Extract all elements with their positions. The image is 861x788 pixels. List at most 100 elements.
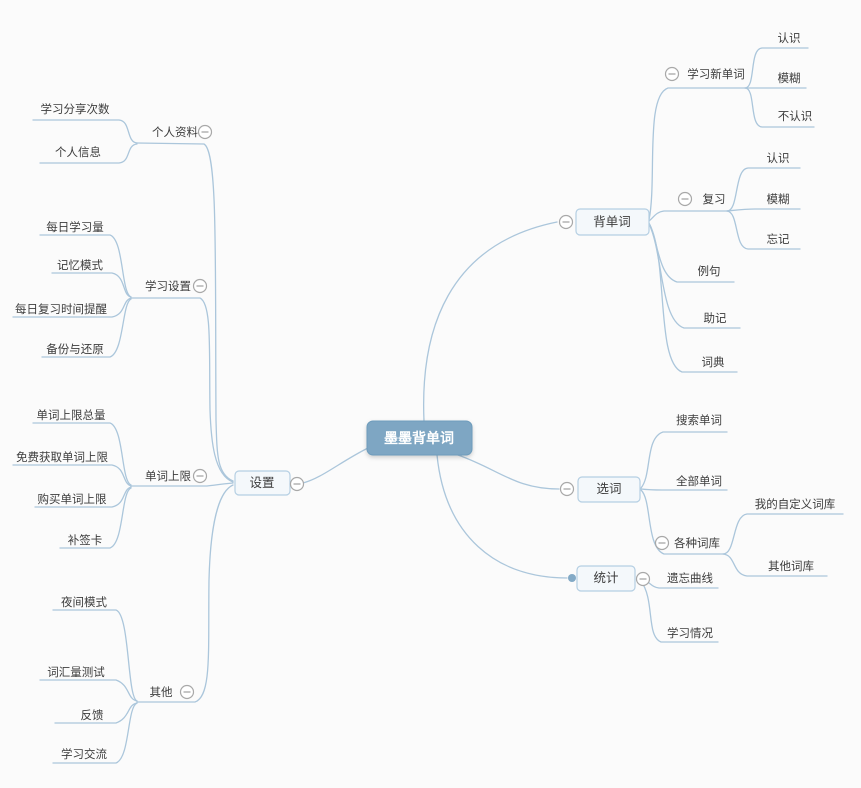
node-forgetting-curve[interactable]: 遗忘曲线 bbox=[667, 571, 713, 585]
node-free-word-limit[interactable]: 免费获取单词上限 bbox=[16, 450, 108, 464]
connector-line bbox=[648, 210, 728, 222]
connector-line bbox=[32, 119, 138, 144]
connector-line bbox=[436, 454, 568, 579]
recite-node-label: 背单词 bbox=[593, 214, 631, 229]
node-daily-study-amount[interactable]: 每日学习量 bbox=[46, 220, 104, 234]
connector-line bbox=[52, 609, 138, 702]
node-lexicons[interactable]: 各种词库 bbox=[674, 536, 720, 550]
collapse-icon-learn-new-words[interactable] bbox=[664, 66, 680, 82]
connector-line bbox=[12, 464, 132, 487]
node-memory-mode[interactable]: 记忆模式 bbox=[57, 258, 103, 272]
connector-line bbox=[648, 87, 746, 221]
node-backup-restore[interactable]: 备份与还原 bbox=[46, 342, 104, 356]
root-node-box[interactable] bbox=[366, 420, 473, 456]
connector-line bbox=[640, 580, 719, 643]
node-statistics[interactable]: 统计 bbox=[576, 565, 636, 592]
collapse-icon-word-limit[interactable] bbox=[192, 468, 208, 484]
connector-line bbox=[722, 513, 844, 555]
connector-line bbox=[457, 454, 560, 490]
connector-line bbox=[41, 298, 132, 358]
collapse-icon-recite[interactable] bbox=[558, 214, 574, 230]
connector-line bbox=[52, 702, 138, 764]
node-search-words[interactable]: 搜索单词 bbox=[676, 413, 722, 427]
node-learn-new-words[interactable]: 学习新单词 bbox=[687, 67, 745, 81]
node-all-words[interactable]: 全部单词 bbox=[676, 474, 722, 488]
connector-line bbox=[130, 297, 234, 483]
connector-line bbox=[136, 484, 234, 703]
collapse-icon-other[interactable] bbox=[179, 684, 195, 700]
node-root[interactable]: 墨墨背单词 bbox=[366, 420, 473, 456]
connector-line bbox=[136, 142, 234, 482]
connector-line bbox=[722, 553, 828, 577]
connector-line bbox=[648, 222, 735, 283]
root-node-label: 墨墨背单词 bbox=[384, 430, 454, 447]
node-buy-word-limit[interactable]: 购买单词上限 bbox=[38, 492, 107, 506]
connector-line bbox=[744, 47, 809, 89]
connector-line bbox=[12, 297, 132, 318]
node-profile[interactable]: 个人资料 bbox=[152, 125, 198, 139]
connector-line bbox=[649, 224, 738, 373]
collapse-icon-profile[interactable] bbox=[197, 124, 213, 140]
node-daily-review-reminder[interactable]: 每日复习时间提醒 bbox=[15, 302, 107, 316]
connector-line bbox=[51, 272, 132, 298]
node-word-limit-total[interactable]: 单词上限总量 bbox=[37, 408, 106, 422]
word-select-node-label: 选词 bbox=[596, 481, 621, 496]
node-vocab-test[interactable]: 词汇量测试 bbox=[47, 665, 105, 679]
connector-line bbox=[39, 234, 132, 298]
node-study-status[interactable]: 学习情况 bbox=[667, 626, 713, 640]
connector-line bbox=[32, 422, 132, 486]
connector-line bbox=[39, 679, 138, 702]
node-study-settings[interactable]: 学习设置 bbox=[145, 279, 191, 293]
connector-line bbox=[54, 702, 138, 724]
node-study-exchange[interactable]: 学习交流 bbox=[61, 747, 107, 761]
connector-line bbox=[59, 487, 132, 549]
node-recite[interactable]: 背单词 bbox=[575, 208, 650, 236]
node-word-limit[interactable]: 单词上限 bbox=[145, 469, 191, 483]
collapse-icon-review[interactable] bbox=[677, 191, 693, 207]
node-fuzzy-new[interactable]: 模糊 bbox=[778, 71, 801, 85]
node-forget[interactable]: 忘记 bbox=[767, 232, 790, 246]
node-word-select[interactable]: 选词 bbox=[577, 476, 641, 503]
node-mnemonic[interactable]: 助记 bbox=[704, 311, 727, 325]
node-fuzzy-review[interactable]: 模糊 bbox=[767, 192, 790, 206]
node-other-lexicon[interactable]: 其他词库 bbox=[768, 559, 814, 573]
connector-dot-statistics bbox=[568, 574, 576, 582]
collapse-icon-word-select[interactable] bbox=[559, 481, 575, 497]
collapse-icon-lexicons[interactable] bbox=[654, 535, 670, 551]
connector-line bbox=[39, 143, 138, 164]
node-know-new[interactable]: 认识 bbox=[778, 31, 801, 45]
connector-line bbox=[726, 167, 801, 212]
node-my-custom-lexicon[interactable]: 我的自定义词库 bbox=[755, 497, 836, 511]
node-example-sentence[interactable]: 例句 bbox=[698, 264, 721, 278]
node-share-count[interactable]: 学习分享次数 bbox=[41, 102, 110, 116]
node-know-review[interactable]: 认识 bbox=[767, 151, 790, 165]
connector-line bbox=[640, 488, 728, 491]
word-select-node-box[interactable] bbox=[577, 476, 641, 503]
connector-line bbox=[726, 210, 801, 250]
connector-line bbox=[744, 87, 815, 128]
node-personal-info[interactable]: 个人信息 bbox=[55, 145, 101, 159]
connector-line bbox=[726, 208, 801, 212]
collapse-icon-study-settings[interactable] bbox=[192, 278, 208, 294]
node-night-mode[interactable]: 夜间模式 bbox=[61, 595, 107, 609]
connector-lines bbox=[12, 47, 844, 764]
collapse-icon-settings[interactable] bbox=[289, 476, 305, 492]
connector-line bbox=[130, 482, 234, 487]
connector-line bbox=[34, 486, 132, 508]
connector-line bbox=[422, 221, 558, 422]
node-settings[interactable]: 设置 bbox=[234, 470, 291, 496]
node-review[interactable]: 复习 bbox=[703, 192, 726, 206]
node-dictionary[interactable]: 词典 bbox=[702, 355, 725, 369]
node-feedback[interactable]: 反馈 bbox=[81, 708, 104, 722]
connector-line bbox=[640, 489, 724, 555]
node-makeup-card[interactable]: 补签卡 bbox=[68, 533, 103, 547]
collapse-icon-statistics[interactable] bbox=[635, 571, 651, 587]
node-other[interactable]: 其他 bbox=[150, 685, 173, 699]
connector-line bbox=[302, 447, 369, 484]
statistics-node-label: 统计 bbox=[593, 570, 618, 585]
statistics-node-box[interactable] bbox=[576, 565, 636, 592]
connector-line bbox=[640, 431, 728, 489]
node-not-know[interactable]: 不认识 bbox=[778, 109, 813, 123]
recite-node-box[interactable] bbox=[575, 208, 650, 236]
